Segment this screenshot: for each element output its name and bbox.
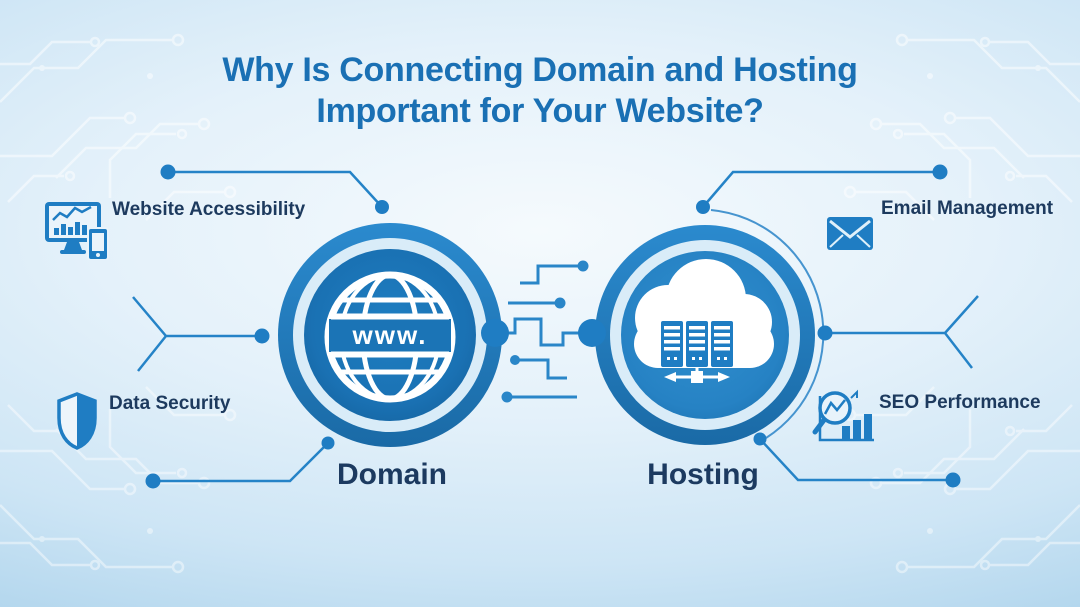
data-security-label: Data Security: [109, 393, 231, 414]
www-banner-text: www.: [352, 320, 428, 350]
seo-performance-label: SEO Performance: [879, 392, 1041, 413]
cloud-server-icon: [634, 259, 774, 383]
edge-node-dots: [481, 319, 606, 347]
connector-lines: [132, 170, 979, 483]
hosting-circle: [595, 225, 815, 445]
domain-circle: [278, 223, 502, 447]
page-title: Why Is Connecting Domain and Hosting Imp…: [0, 50, 1080, 132]
shield-icon: [57, 392, 97, 450]
globe-www-icon: [324, 271, 456, 403]
monitor-analytics-icon: [45, 202, 109, 260]
center-circuit-dots: [501, 260, 589, 403]
website-accessibility-label: Website Accessibility: [112, 199, 306, 220]
magnifier-bar-chart-icon: [812, 389, 874, 442]
connector-dots: [145, 164, 961, 489]
envelope-icon: [827, 217, 873, 250]
title-line-1: Why Is Connecting Domain and Hosting: [222, 51, 858, 89]
email-management-label: Email Management: [881, 198, 1054, 219]
center-circuit-traces: [495, 264, 592, 399]
title-line-2: Important for Your Website?: [316, 92, 764, 130]
domain-label: Domain: [336, 458, 447, 491]
hosting-label: Hosting: [647, 458, 759, 491]
